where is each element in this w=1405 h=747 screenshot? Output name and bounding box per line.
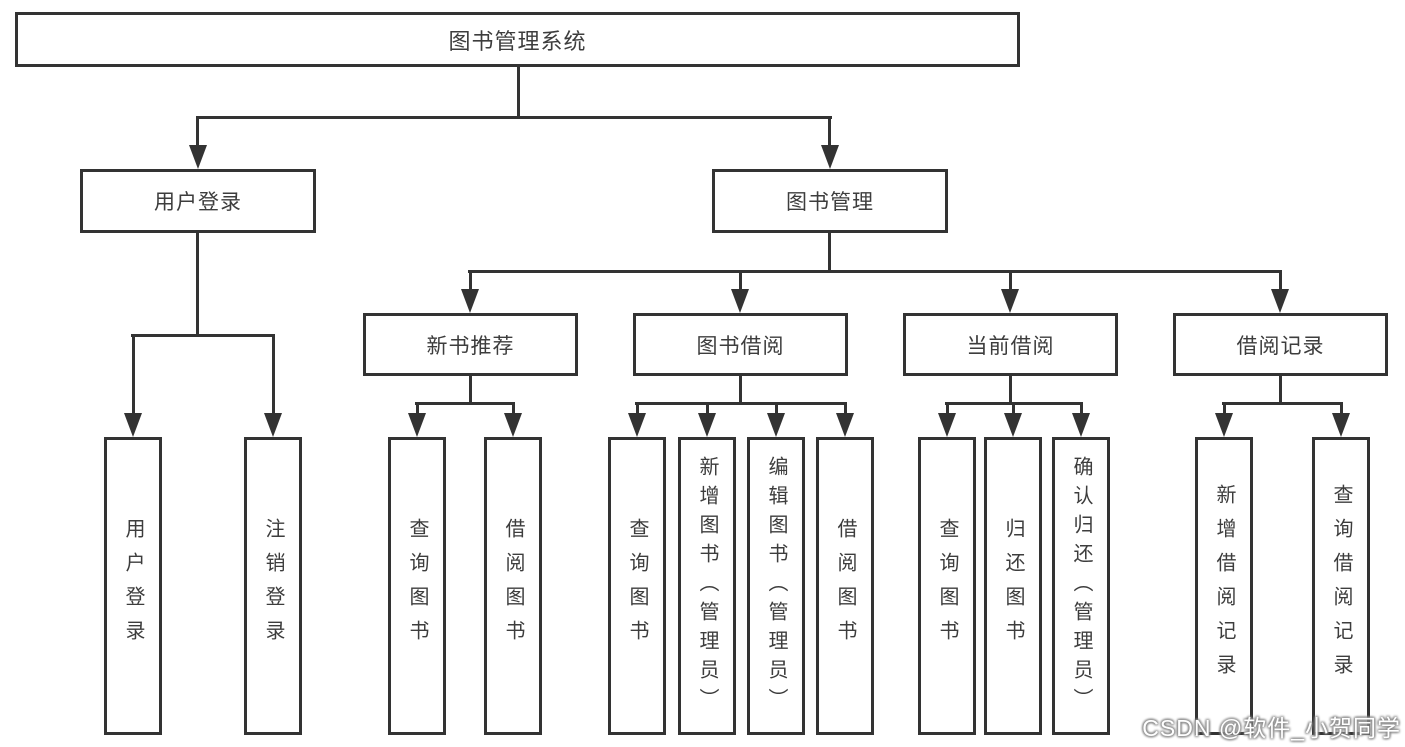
arrowhead-down-icon [767,413,785,437]
connector-line [635,402,846,405]
node-borrow-records: 借阅记录 [1173,313,1388,376]
connector-line [739,376,742,404]
node-label: 归还图书 [1002,518,1024,654]
connector-line [1223,402,1226,418]
node-label: 用户登录 [154,191,242,214]
leaf-bb-borrow-books: 借阅图书 [816,437,874,735]
leaf-cb-return-books: 归还图书 [984,437,1042,735]
node-current-borrow: 当前借阅 [903,313,1118,376]
node-label: 确认归还（管理员） [1070,455,1092,717]
node-label: 图书管理系统 [448,28,587,54]
arrowhead-down-icon [461,289,479,313]
node-label: 查询图书 [406,518,428,654]
connector-line [272,334,275,418]
node-label: 查询借阅记录 [1330,484,1352,688]
arrowhead-down-icon [731,289,749,313]
arrowhead-down-icon [628,413,646,437]
node-label: 用户登录 [122,518,144,654]
node-label: 新增图书（管理员） [696,455,718,717]
connector-line [1009,270,1012,292]
connector-line [469,376,472,404]
connector-line [1080,402,1083,418]
leaf-logout: 注销登录 [244,437,302,735]
node-new-book-recommend: 新书推荐 [363,313,578,376]
arrowhead-down-icon [821,145,839,169]
node-book-management: 图书管理 [712,169,948,233]
connector-line [196,233,199,337]
leaf-user-login: 用户登录 [104,437,162,735]
arrowhead-down-icon [504,413,522,437]
arrowhead-down-icon [1001,289,1019,313]
arrowhead-down-icon [698,413,716,437]
arrowhead-down-icon [124,413,142,437]
connector-line [469,270,472,292]
arrowhead-down-icon [408,413,426,437]
arrowhead-down-icon [189,145,207,169]
node-label: 查询图书 [936,518,958,654]
arrowhead-down-icon [836,413,854,437]
leaf-br-add-record: 新增借阅记录 [1195,437,1253,735]
connector-line [844,402,847,418]
node-label: 图书借阅 [696,334,785,358]
node-root: 图书管理系统 [15,12,1020,67]
node-label: 图书管理 [786,191,874,214]
leaf-br-query-record: 查询借阅记录 [1312,437,1370,735]
connector-line [468,270,1282,273]
connector-line [828,233,831,273]
connector-line [636,402,639,418]
arrowhead-down-icon [1072,413,1090,437]
node-label: 当前借阅 [966,334,1055,358]
arrowhead-down-icon [1271,289,1289,313]
leaf-cb-query-books: 查询图书 [918,437,976,735]
leaf-nbr-query-books: 查询图书 [388,437,446,735]
connector-line [1279,270,1282,292]
connector-line [739,270,742,292]
connector-line [415,402,514,405]
node-label: 新增借阅记录 [1213,484,1235,688]
arrowhead-down-icon [1332,413,1350,437]
connector-line [1222,402,1342,405]
node-label: 编辑图书（管理员） [765,455,787,717]
node-label: 借阅记录 [1236,334,1325,358]
leaf-cb-confirm-return-admin: 确认归还（管理员） [1052,437,1110,735]
arrowhead-down-icon [1215,413,1233,437]
leaf-bb-edit-books-admin: 编辑图书（管理员） [747,437,805,735]
connector-line [1279,376,1282,404]
node-label: 借阅图书 [834,518,856,654]
arrowhead-down-icon [938,413,956,437]
node-label: 查询图书 [626,518,648,654]
node-label: 新书推荐 [426,334,515,358]
watermark: CSDN @软件_小贺同学 [1142,715,1401,741]
connector-line [828,116,831,150]
node-book-borrow: 图书借阅 [633,313,848,376]
leaf-nbr-borrow-books: 借阅图书 [484,437,542,735]
connector-line [946,402,949,418]
arrowhead-down-icon [1004,413,1022,437]
connector-line [1009,376,1012,404]
node-label: 借阅图书 [502,518,524,654]
connector-line [196,116,199,150]
connector-line [517,67,520,119]
leaf-bb-query-books: 查询图书 [608,437,666,735]
connector-line [416,402,419,418]
connector-line [706,402,709,418]
connector-line [1012,402,1015,418]
connector-line [131,334,275,337]
leaf-bb-add-books-admin: 新增图书（管理员） [678,437,736,735]
connector-line [1340,402,1343,418]
connector-line [775,402,778,418]
connector-line [132,334,135,418]
arrowhead-down-icon [264,413,282,437]
node-label: 注销登录 [262,518,284,654]
connector-line [196,116,832,119]
node-user-login-group: 用户登录 [80,169,316,233]
connector-line [512,402,515,418]
